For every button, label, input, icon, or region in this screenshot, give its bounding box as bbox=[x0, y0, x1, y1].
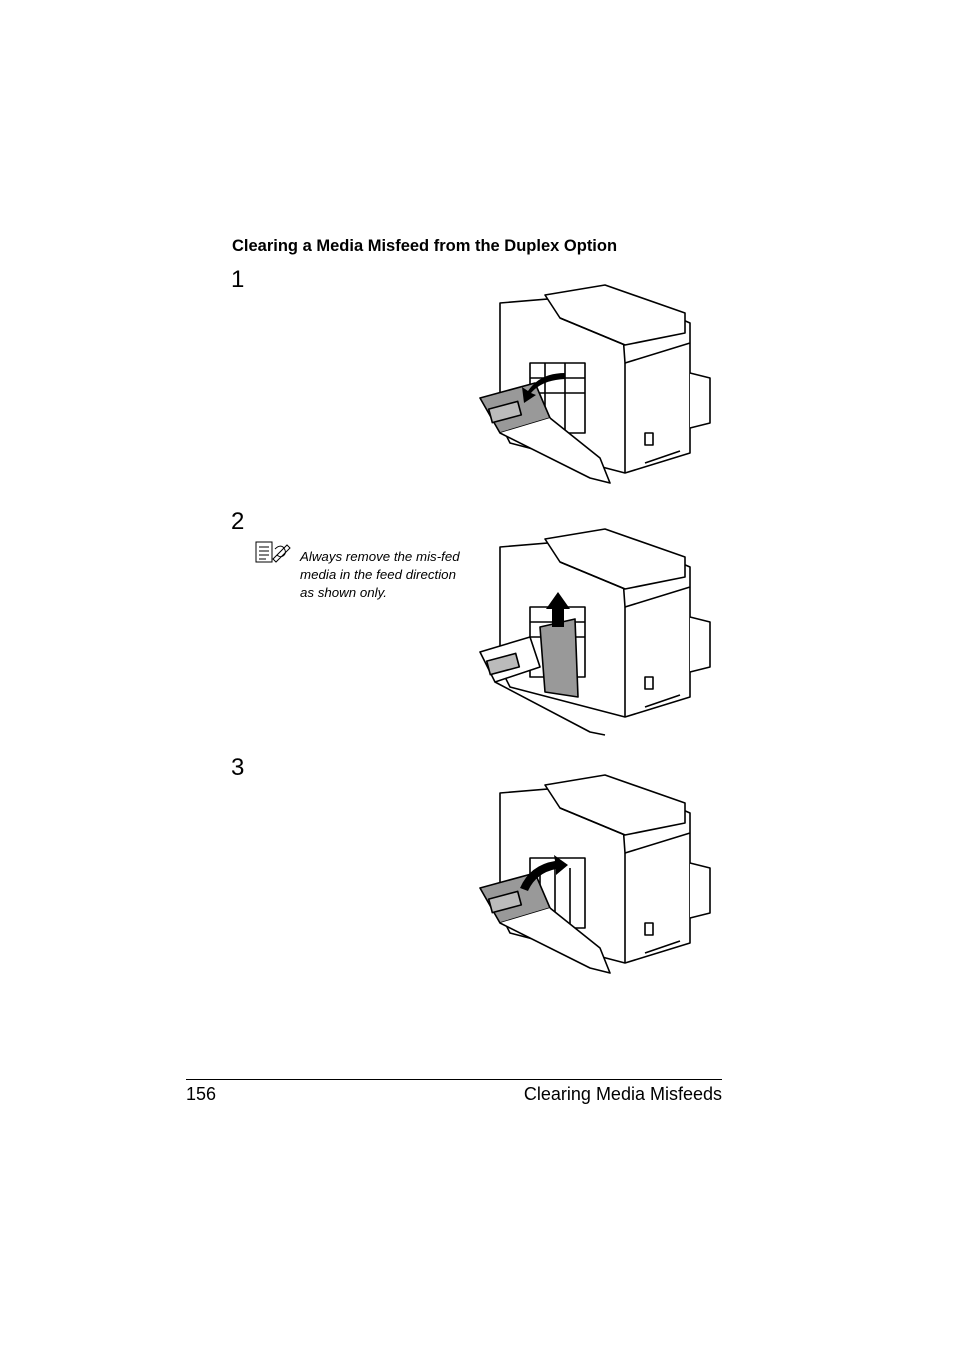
step-number-1: 1 bbox=[231, 266, 245, 293]
step-number-3: 3 bbox=[231, 754, 245, 781]
printer-illustration-remove-media bbox=[479, 528, 711, 736]
printer-illustration-close-duplex bbox=[479, 774, 711, 974]
footer-rule bbox=[186, 1079, 722, 1080]
printer-illustration-open-duplex bbox=[479, 284, 711, 484]
page-number: 156 bbox=[186, 1084, 217, 1104]
step-2-note: Always remove the mis-fed media in the f… bbox=[300, 549, 460, 600]
footer-section-title: Clearing Media Misfeeds bbox=[523, 1084, 722, 1104]
step-number-2: 2 bbox=[231, 508, 245, 535]
section-heading: Clearing a Media Misfeed from the Duplex… bbox=[232, 237, 618, 255]
note-icon bbox=[255, 541, 291, 563]
